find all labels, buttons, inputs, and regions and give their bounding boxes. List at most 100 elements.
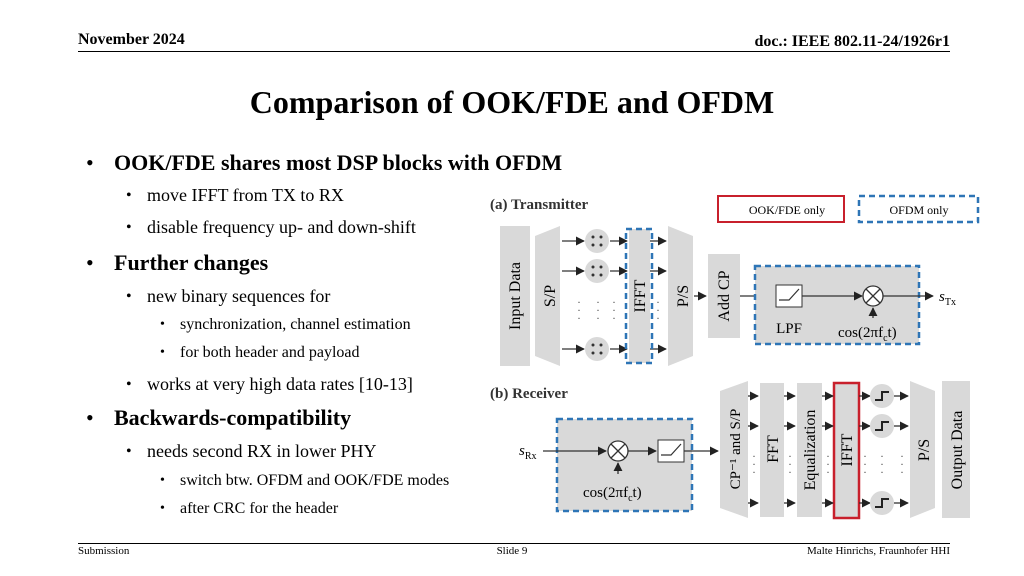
svg-text:·: · xyxy=(656,311,660,325)
rx-subcarrier-paths xyxy=(748,391,909,508)
tx-ifft-label: IFFT xyxy=(632,279,649,312)
svg-text:·: · xyxy=(880,457,884,471)
tx-subcarrier-paths xyxy=(562,236,667,354)
bullet-2a1: synchronization, channel estimation xyxy=(180,316,411,333)
footer-author: Malte Hinrichs, Fraunhofer HHI xyxy=(807,545,950,557)
svg-text:·: · xyxy=(900,465,904,479)
tx-upconversion-ofdm-only-frame xyxy=(753,264,921,346)
svg-text:·: · xyxy=(596,295,600,309)
svg-text:·: · xyxy=(596,303,600,317)
rx-fft-block: FFT xyxy=(760,383,784,517)
svg-text:·: · xyxy=(577,295,581,309)
rx-demodulator-icons xyxy=(870,384,894,515)
bullet-dot: • xyxy=(86,405,94,430)
bullet-3: Backwards-compatibility xyxy=(114,405,352,430)
rx-ifft-block: IFFT xyxy=(832,381,861,520)
rx-ellipsis-dots: ··· ··· ··· ··· ··· ··· xyxy=(752,449,904,479)
bullet-3a: needs second RX in lower PHY xyxy=(147,441,377,461)
rx-cp-sp-label: CP⁻¹ and S/P xyxy=(728,409,744,490)
rx-downconversion-group: cos(2πfct) xyxy=(543,417,719,513)
tx-add-cp-block: Add CP xyxy=(708,254,740,338)
svg-text:·: · xyxy=(863,465,867,479)
bullet-1a: move IFFT from TX to RX xyxy=(147,185,344,205)
footer-submission: Submission xyxy=(78,545,130,557)
bullet-dot: • xyxy=(126,288,132,305)
legend-ook-label: OOK/FDE only xyxy=(749,203,825,217)
rx-ifft-ook-only-frame xyxy=(832,381,861,520)
bullet-dot: • xyxy=(126,187,132,204)
slide-title: Comparison of OOK/FDE and OFDM xyxy=(249,84,775,120)
svg-text:·: · xyxy=(863,449,867,463)
rx-cp-sp-block: CP⁻¹ and S/P xyxy=(720,381,748,518)
svg-text:·: · xyxy=(596,311,600,325)
rx-output-data-block: Output Data xyxy=(942,381,970,518)
tx-ifft-block: IFFT xyxy=(624,227,654,365)
svg-text:·: · xyxy=(900,449,904,463)
rx-equalization-block: Equalization xyxy=(797,383,822,517)
svg-text:·: · xyxy=(788,457,792,471)
svg-text:·: · xyxy=(612,295,616,309)
rx-ps-label: P/S xyxy=(916,439,933,461)
rx-equalization-label: Equalization xyxy=(802,410,819,491)
bullet-dot: • xyxy=(126,443,132,460)
tx-carrier-label: cos(2πfct) xyxy=(838,325,897,344)
rx-input-signal-label: sRx xyxy=(519,443,537,462)
legend-ook-box xyxy=(717,195,845,223)
svg-text:·: · xyxy=(752,449,756,463)
tx-modulator-icons: ··· ··· ··· ··· xyxy=(577,229,660,361)
tx-sp-block: S/P xyxy=(535,226,560,366)
bullet-2a: new binary sequences for xyxy=(147,286,331,306)
bullet-3a1: switch btw. OFDM and OOK/FDE modes xyxy=(180,472,450,489)
bullet-dot: • xyxy=(160,501,165,516)
rx-carrier-label: cos(2πfct) xyxy=(583,485,642,504)
rx-fft-label: FFT xyxy=(765,435,782,463)
lpf-icon xyxy=(657,439,685,463)
bullet-2: Further changes xyxy=(114,250,269,275)
rx-ifft-label: IFFT xyxy=(839,433,856,466)
tx-upconversion-group: LPF cos(2πfct) xyxy=(753,264,934,346)
svg-text:·: · xyxy=(612,311,616,325)
svg-text:·: · xyxy=(880,449,884,463)
svg-text:·: · xyxy=(880,465,884,479)
bullet-dot: • xyxy=(160,345,165,360)
svg-text:·: · xyxy=(826,465,830,479)
bullet-1: OOK/FDE shares most DSP blocks with OFDM xyxy=(114,150,563,175)
constellation-icon xyxy=(585,259,609,283)
constellation-icon xyxy=(585,229,609,253)
receiver-label: (b) Receiver xyxy=(490,386,568,402)
svg-text:·: · xyxy=(900,457,904,471)
tx-add-cp-label: Add CP xyxy=(716,270,733,321)
svg-text:·: · xyxy=(656,303,660,317)
tx-lpf-label: LPF xyxy=(776,321,802,337)
svg-text:·: · xyxy=(826,449,830,463)
legend-ofdm-label: OFDM only xyxy=(889,203,948,217)
header-date: November 2024 xyxy=(78,31,185,48)
lpf-icon xyxy=(775,284,803,308)
tx-input-data-label: Input Data xyxy=(507,262,524,330)
tx-ifft-ofdm-only-frame xyxy=(624,227,654,365)
svg-text:·: · xyxy=(788,449,792,463)
svg-text:·: · xyxy=(752,457,756,471)
bullet-1b: disable frequency up- and down-shift xyxy=(147,217,416,237)
tx-sp-label: S/P xyxy=(542,285,559,307)
tx-ps-block: P/S xyxy=(668,226,693,366)
svg-text:·: · xyxy=(577,303,581,317)
svg-text:·: · xyxy=(577,311,581,325)
bullet-dot: • xyxy=(86,250,94,275)
constellation-icon xyxy=(585,337,609,361)
transmitter-label: (a) Transmitter xyxy=(490,197,589,213)
footer-divider xyxy=(78,543,950,544)
header-divider xyxy=(78,51,950,52)
legend: OOK/FDE only OFDM only xyxy=(717,194,980,224)
bullet-dot: • xyxy=(126,376,132,393)
tx-ps-label: P/S xyxy=(675,285,692,307)
bullet-dot: • xyxy=(160,317,165,332)
footer-slide-number: Slide 9 xyxy=(496,545,528,557)
svg-text:·: · xyxy=(656,295,660,309)
svg-text:·: · xyxy=(826,457,830,471)
bullet-2b: works at very high data rates [10-13] xyxy=(147,374,413,394)
bullet-dot: • xyxy=(160,473,165,488)
tx-output-signal-label: sTx xyxy=(939,289,956,308)
svg-text:·: · xyxy=(752,465,756,479)
